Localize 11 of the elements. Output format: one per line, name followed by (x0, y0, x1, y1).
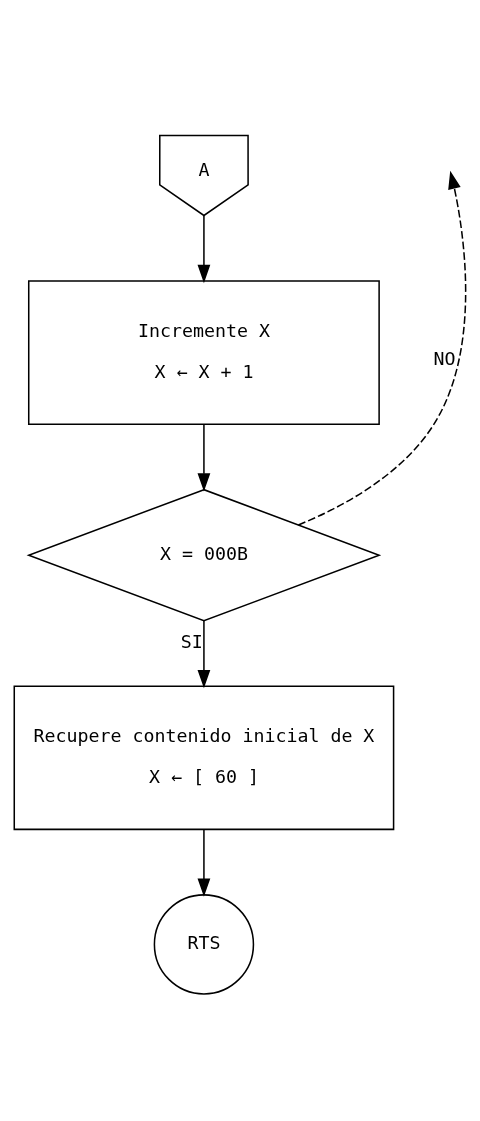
edge-label: NO (433, 347, 456, 369)
edge-label: SI (180, 630, 203, 652)
arrow (297, 170, 467, 526)
node-box: Recupere contenido inicial de X X ← [ 60 ] (13, 685, 395, 831)
node-circle: RTS (153, 894, 255, 995)
arrow (197, 214, 211, 284)
arrow (197, 620, 211, 689)
arrow (197, 423, 211, 492)
arrow (197, 829, 211, 897)
node-box: Incremente X X ← X + 1 (27, 280, 380, 425)
node-diamond: X = 000B (26, 488, 382, 622)
